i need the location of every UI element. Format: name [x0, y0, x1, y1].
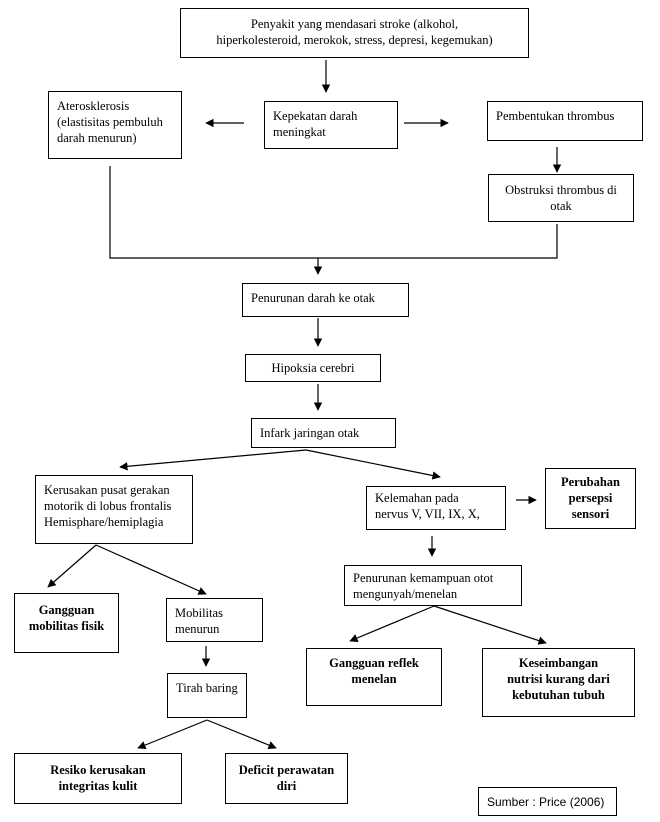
node-pembentukan-thrombus: Pembentukan thrombus — [487, 101, 643, 141]
node-text-line: integritas kulit — [58, 779, 138, 793]
source-citation: Sumber : Price (2006) — [478, 787, 617, 816]
node-kepekatan-darah: Kepekatan darah meningkat — [264, 101, 398, 149]
node-text-line: Penurunan darah ke otak — [251, 291, 375, 305]
node-text-line: persepsi — [568, 491, 613, 505]
arrow-tirah-to-kulit — [137, 719, 208, 750]
node-text-line: nutrisi kurang dari — [507, 672, 610, 686]
arrow-tirah-to-deficit — [206, 719, 277, 750]
node-text-line: Kepekatan darah — [273, 109, 358, 123]
node-gangguan-reflek-menelan: Gangguan reflek menelan — [306, 648, 442, 706]
arrow-kerusakan-to-mobilitas — [95, 544, 207, 595]
node-text-line: Gangguan — [38, 603, 95, 617]
node-text-line: Kerusakan pusat gerakan — [44, 483, 170, 497]
node-text-line: (elastisitas pembuluh — [57, 115, 163, 129]
node-text-line: sensori — [571, 507, 610, 521]
arrow-kemampuan-to-refleks — [349, 605, 435, 642]
node-text-line: Gangguan reflek — [329, 656, 419, 670]
node-resiko-kerusakan-kulit: Resiko kerusakan integritas kulit — [14, 753, 182, 804]
node-perubahan-persepsi: Perubahan persepsi sensori — [545, 468, 636, 529]
node-text-line: Penyakit yang mendasari stroke (alkohol, — [250, 17, 459, 31]
node-text-line: meningkat — [273, 125, 326, 139]
node-text-line: Obstruksi thrombus di — [505, 183, 617, 197]
node-kelemahan-nervus: Kelemahan pada nervus V, VII, IX, X, — [366, 486, 506, 530]
node-text-line: Resiko kerusakan — [50, 763, 146, 777]
node-hipoksia-cerebri: Hipoksia cerebri — [245, 354, 381, 382]
node-text-line: menelan — [351, 672, 397, 686]
node-infark-jaringan: Infark jaringan otak — [251, 418, 396, 448]
node-deficit-perawatan-diri: Deficit perawatan diri — [225, 753, 348, 804]
node-text-line: diri — [276, 779, 297, 793]
node-text-line: nervus V, VII, IX, X, — [375, 507, 480, 521]
node-penurunan-kemampuan-otot: Penurunan kemampuan otot mengunyah/menela… — [344, 565, 522, 606]
node-text-line: Hipoksia cerebri — [271, 361, 355, 375]
node-text-line: mobilitas fisik — [28, 619, 105, 633]
node-mobilitas-menurun: Mobilitas menurun — [166, 598, 263, 642]
node-text-line: Hemisphare/hemiplagia — [44, 515, 164, 529]
node-text-line: Pembentukan thrombus — [496, 109, 615, 123]
node-aterosklerosis: Aterosklerosis (elastisitas pembuluh darah… — [48, 91, 182, 159]
node-obstruksi-thrombus: Obstruksi thrombus di otak — [488, 174, 634, 222]
line-atero-merge — [109, 166, 558, 259]
node-tirah-baring: Tirah baring — [167, 673, 247, 718]
node-text-line: Kelemahan pada — [375, 491, 459, 505]
node-text-line: Keseimbangan — [518, 656, 599, 670]
node-text-line: Deficit perawatan — [238, 763, 335, 777]
node-text-line: kebutuhan tubuh — [512, 688, 605, 702]
node-text-line: Perubahan — [560, 475, 621, 489]
node-text-line: darah menurun) — [57, 131, 137, 145]
arrow-infark-to-kerusakan — [119, 449, 307, 471]
node-text-line: menurun — [175, 622, 220, 636]
node-penurunan-darah: Penurunan darah ke otak — [242, 283, 409, 317]
node-gangguan-mobilitas-fisik: Gangguan mobilitas fisik — [14, 593, 119, 653]
node-kerusakan-motorik: Kerusakan pusat gerakan motorik di lobus … — [35, 475, 193, 544]
node-text-line: hiperkolesteroid, merokok, stress, depre… — [216, 33, 493, 47]
node-underlying-disease: Penyakit yang mendasari stroke (alkohol,… — [180, 8, 529, 58]
arrow-infark-to-kelemahan — [305, 449, 441, 480]
node-text-line: Tirah baring — [176, 681, 238, 695]
node-text-line: mengunyah/menelan — [353, 587, 458, 601]
arrow-kerusakan-to-gangguan-mob — [47, 544, 97, 588]
node-text-line: otak — [550, 199, 572, 213]
node-text-line: Aterosklerosis — [57, 99, 130, 113]
arrow-kemampuan-to-nutrisi — [433, 605, 547, 645]
node-text-line: Mobilitas — [175, 606, 223, 620]
node-text-line: Penurunan kemampuan otot — [353, 571, 494, 585]
node-text-line: motorik di lobus frontalis — [44, 499, 172, 513]
node-keseimbangan-nutrisi: Keseimbangan nutrisi kurang dari kebutuhan… — [482, 648, 635, 717]
node-text-line: Infark jaringan otak — [260, 426, 360, 440]
